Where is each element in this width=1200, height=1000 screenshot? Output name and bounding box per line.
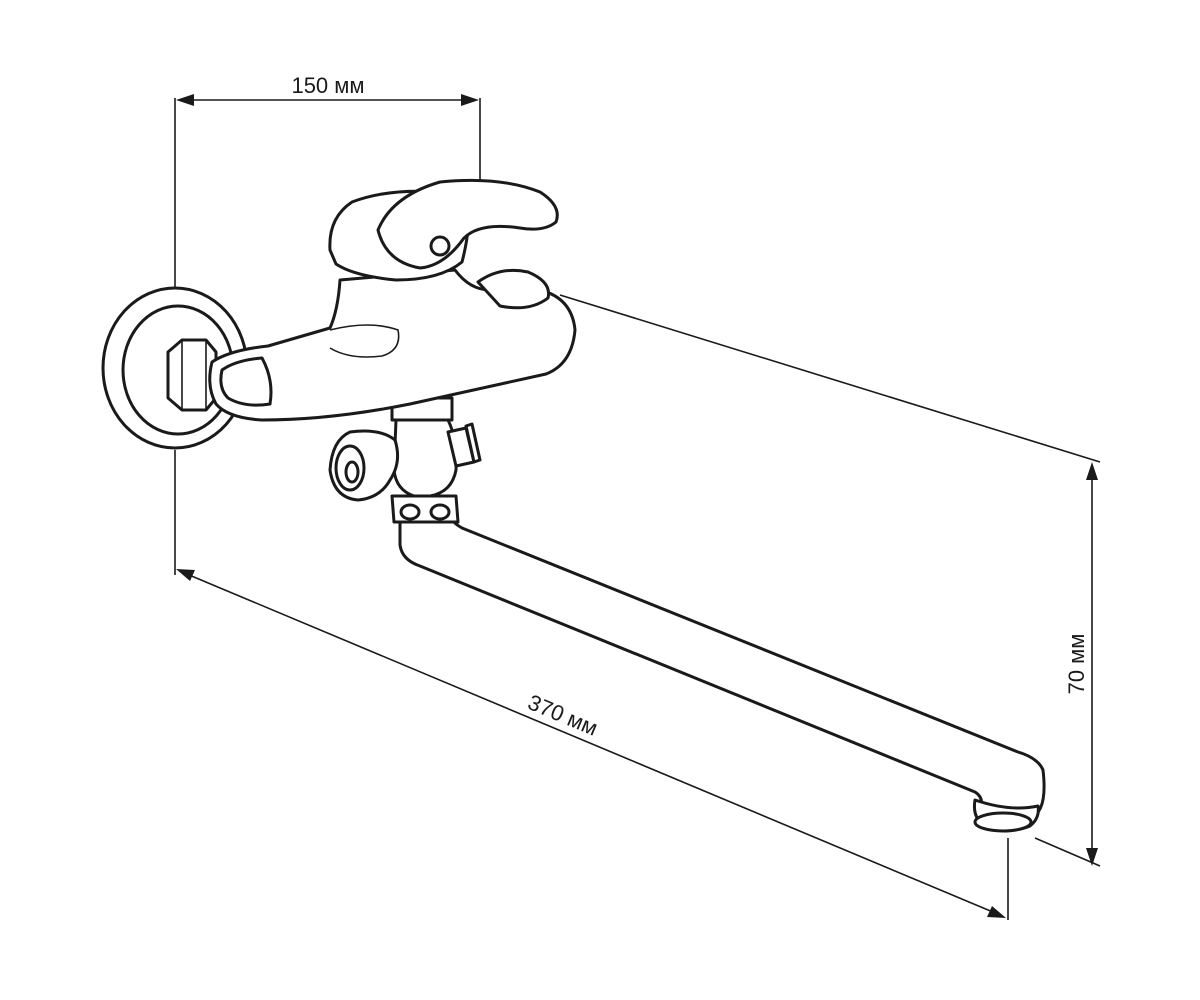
height-extension-bottom: [1034, 837, 1101, 867]
dimension-length: 370 мм: [174, 450, 1009, 920]
height-arrow-top: [1086, 462, 1098, 480]
lever-assembly: [328, 178, 559, 282]
swivel-nut-hole-right: [429, 503, 451, 521]
height-extension-top: [559, 294, 1101, 463]
height-arrow-bottom: [1086, 848, 1098, 866]
mixer-lever[interactable]: [376, 178, 559, 270]
dimension-width: 150 мм: [174, 73, 481, 290]
length-dimension-line: [181, 571, 1001, 916]
hex-nut-facets: [181, 340, 207, 410]
swivel-nut-hole-left: [399, 503, 421, 521]
spout-pipe: [398, 518, 1046, 820]
width-label: 150 мм: [291, 73, 364, 98]
mixer-body-shell: [208, 268, 577, 422]
mixer-inlet-collar: [219, 356, 273, 407]
width-arrow-left: [176, 94, 194, 106]
height-label: 70 мм: [1064, 634, 1089, 695]
length-arrow-right: [987, 906, 1006, 918]
swivel-nut: [390, 494, 460, 524]
diverter-outlet-thread: [464, 422, 482, 464]
length-label: 370 мм: [524, 689, 601, 740]
spout: [398, 518, 1046, 833]
mixer-body: [208, 268, 577, 422]
width-arrow-right: [461, 94, 479, 106]
dimension-height: 70 мм: [559, 294, 1101, 867]
lever-indicator-hole: [429, 235, 451, 257]
length-arrow-left: [176, 569, 195, 581]
mixer-body-contour: [329, 324, 400, 358]
diverter-knob-center: [344, 460, 360, 484]
spout-connector: [476, 268, 551, 310]
spout-aerator: [973, 811, 1033, 833]
